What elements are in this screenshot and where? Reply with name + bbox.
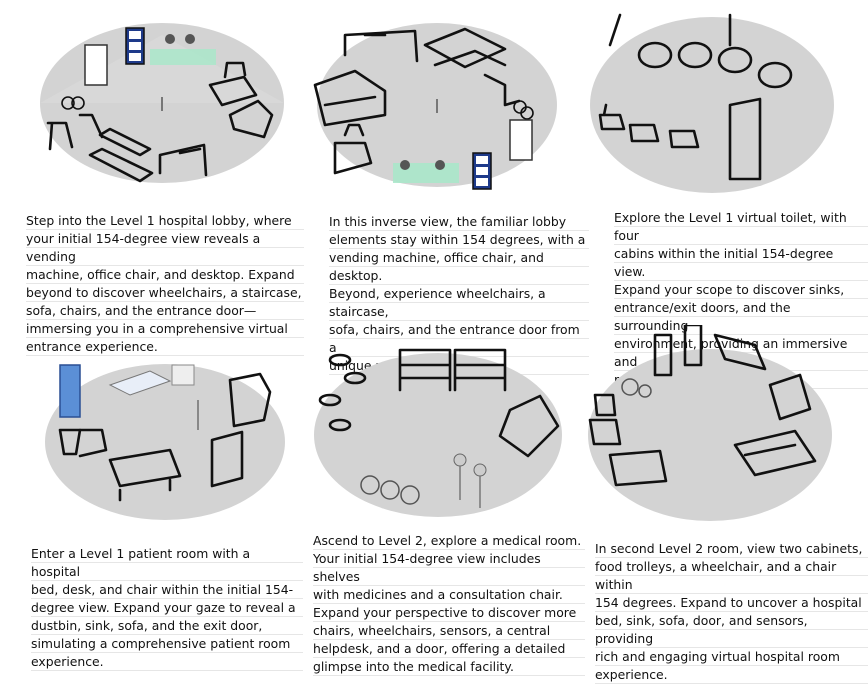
entrance-door (84, 44, 108, 86)
medical-room-scene-illustration (310, 330, 570, 525)
medical-room-caption: Ascend to Level 2, explore a medical roo… (313, 532, 585, 676)
toilet-scene-illustration (580, 5, 845, 200)
patient-room-scene-illustration (40, 360, 290, 530)
cabinet (59, 364, 81, 418)
inverse-lobby-caption: In this inverse view, the familiar lobby… (329, 213, 589, 375)
lobby-caption: Step into the Level 1 hospital lobby, wh… (26, 212, 304, 356)
inverse-lobby-scene-illustration (305, 15, 570, 200)
desktop (150, 49, 216, 65)
second-room-scene-illustration (585, 325, 835, 525)
second-room-caption: In second Level 2 room, view two cabinet… (595, 540, 868, 684)
lobby-scene-illustration (30, 15, 295, 200)
entrance-door (509, 119, 533, 161)
patient-room-caption: Enter a Level 1 patient room with a hosp… (31, 545, 303, 671)
